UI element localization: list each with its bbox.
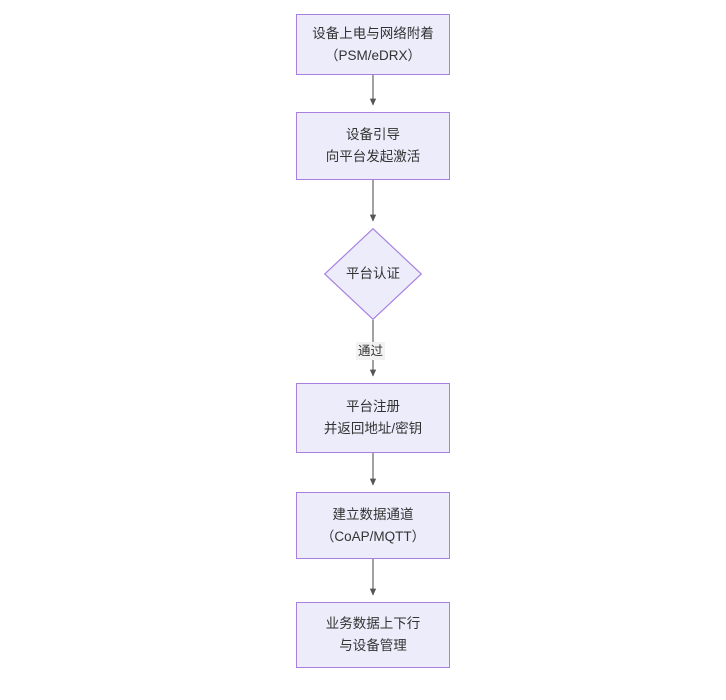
node-platform-authentication[interactable]: 平台认证 [324,228,422,320]
diamond-shape [324,228,422,320]
node-label-line: 并返回地址/密钥 [323,421,423,436]
node-label-line: （CoAP/MQTT） [320,528,426,544]
node-label-line: （PSM/eDRX） [324,47,422,63]
node-device-bootstrap[interactable]: 设备引导 向平台发起激活 [296,112,450,180]
node-establish-data-channel[interactable]: 建立数据通道 （CoAP/MQTT） [296,492,450,559]
node-device-power-on[interactable]: 设备上电与网络附着 （PSM/eDRX） [296,14,450,75]
node-label-line: 平台注册 [346,399,400,414]
edge-label-pass: 通过 [356,342,386,360]
node-label-line: 建立数据通道 [332,506,414,522]
node-label-line: 向平台发起激活 [325,149,421,164]
node-label-line: 业务数据上下行 [325,616,421,631]
node-label-line: 设备上电与网络附着 [312,25,434,41]
node-label-line: 平台认证 [346,266,400,281]
node-business-data-and-device-management[interactable]: 业务数据上下行 与设备管理 [296,602,450,668]
node-label-line: 与设备管理 [339,638,407,653]
node-label-line: 设备引导 [346,127,400,142]
node-platform-registration[interactable]: 平台注册 并返回地址/密钥 [296,383,450,453]
